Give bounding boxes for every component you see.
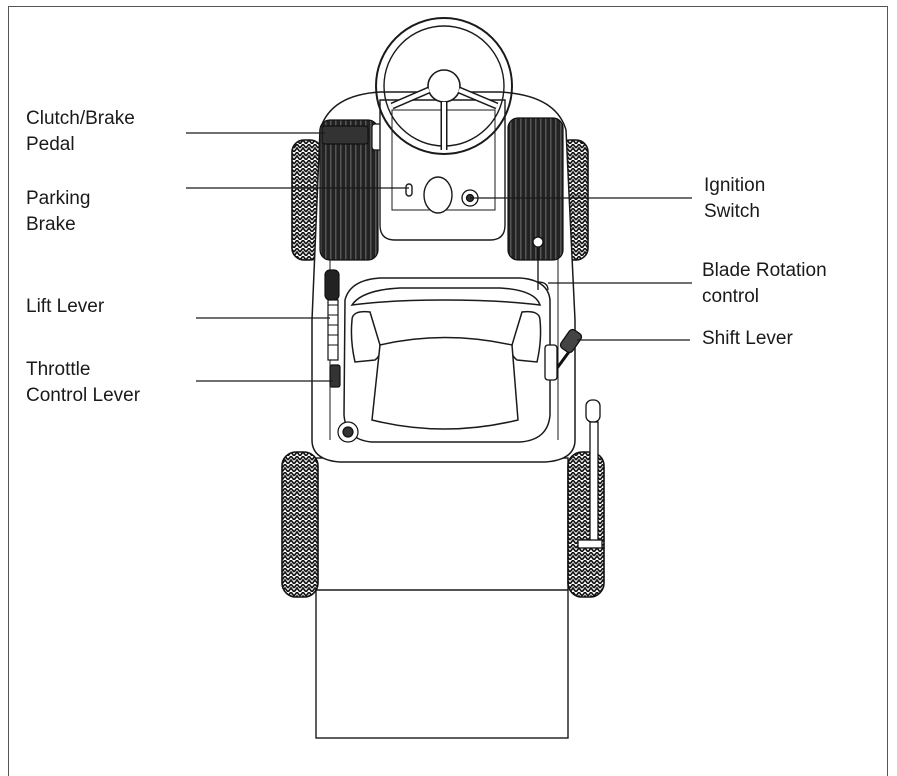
right-footrest: [507, 117, 564, 261]
label-clutch-brake-pedal: Clutch/Brake Pedal: [26, 108, 135, 155]
lift-lever: [324, 269, 340, 361]
label-blade-rotation-control: Blade Rotation control: [702, 260, 827, 307]
rear-left-wheel: [281, 451, 319, 598]
label-throttle-control-lever: Throttle Control Lever: [26, 359, 141, 406]
throttle-control-lever: [329, 364, 341, 388]
shift-lever: [544, 328, 583, 381]
label-parking-brake: Parking Brake: [26, 188, 91, 235]
fuel-cap: [337, 421, 359, 443]
bagger-handle: [577, 399, 603, 549]
steering-wheel: [375, 17, 513, 155]
seat: [343, 277, 551, 443]
label-shift-lever: Shift Lever: [702, 328, 793, 349]
rear-bagger: [315, 457, 569, 739]
blade-rotation-control: [532, 236, 549, 291]
label-ignition-switch: Ignition Switch: [704, 175, 766, 222]
diagram-frame: [8, 6, 888, 776]
label-lift-lever: Lift Lever: [26, 296, 105, 317]
callout-lines: [186, 132, 692, 382]
left-footrest: [319, 119, 379, 261]
